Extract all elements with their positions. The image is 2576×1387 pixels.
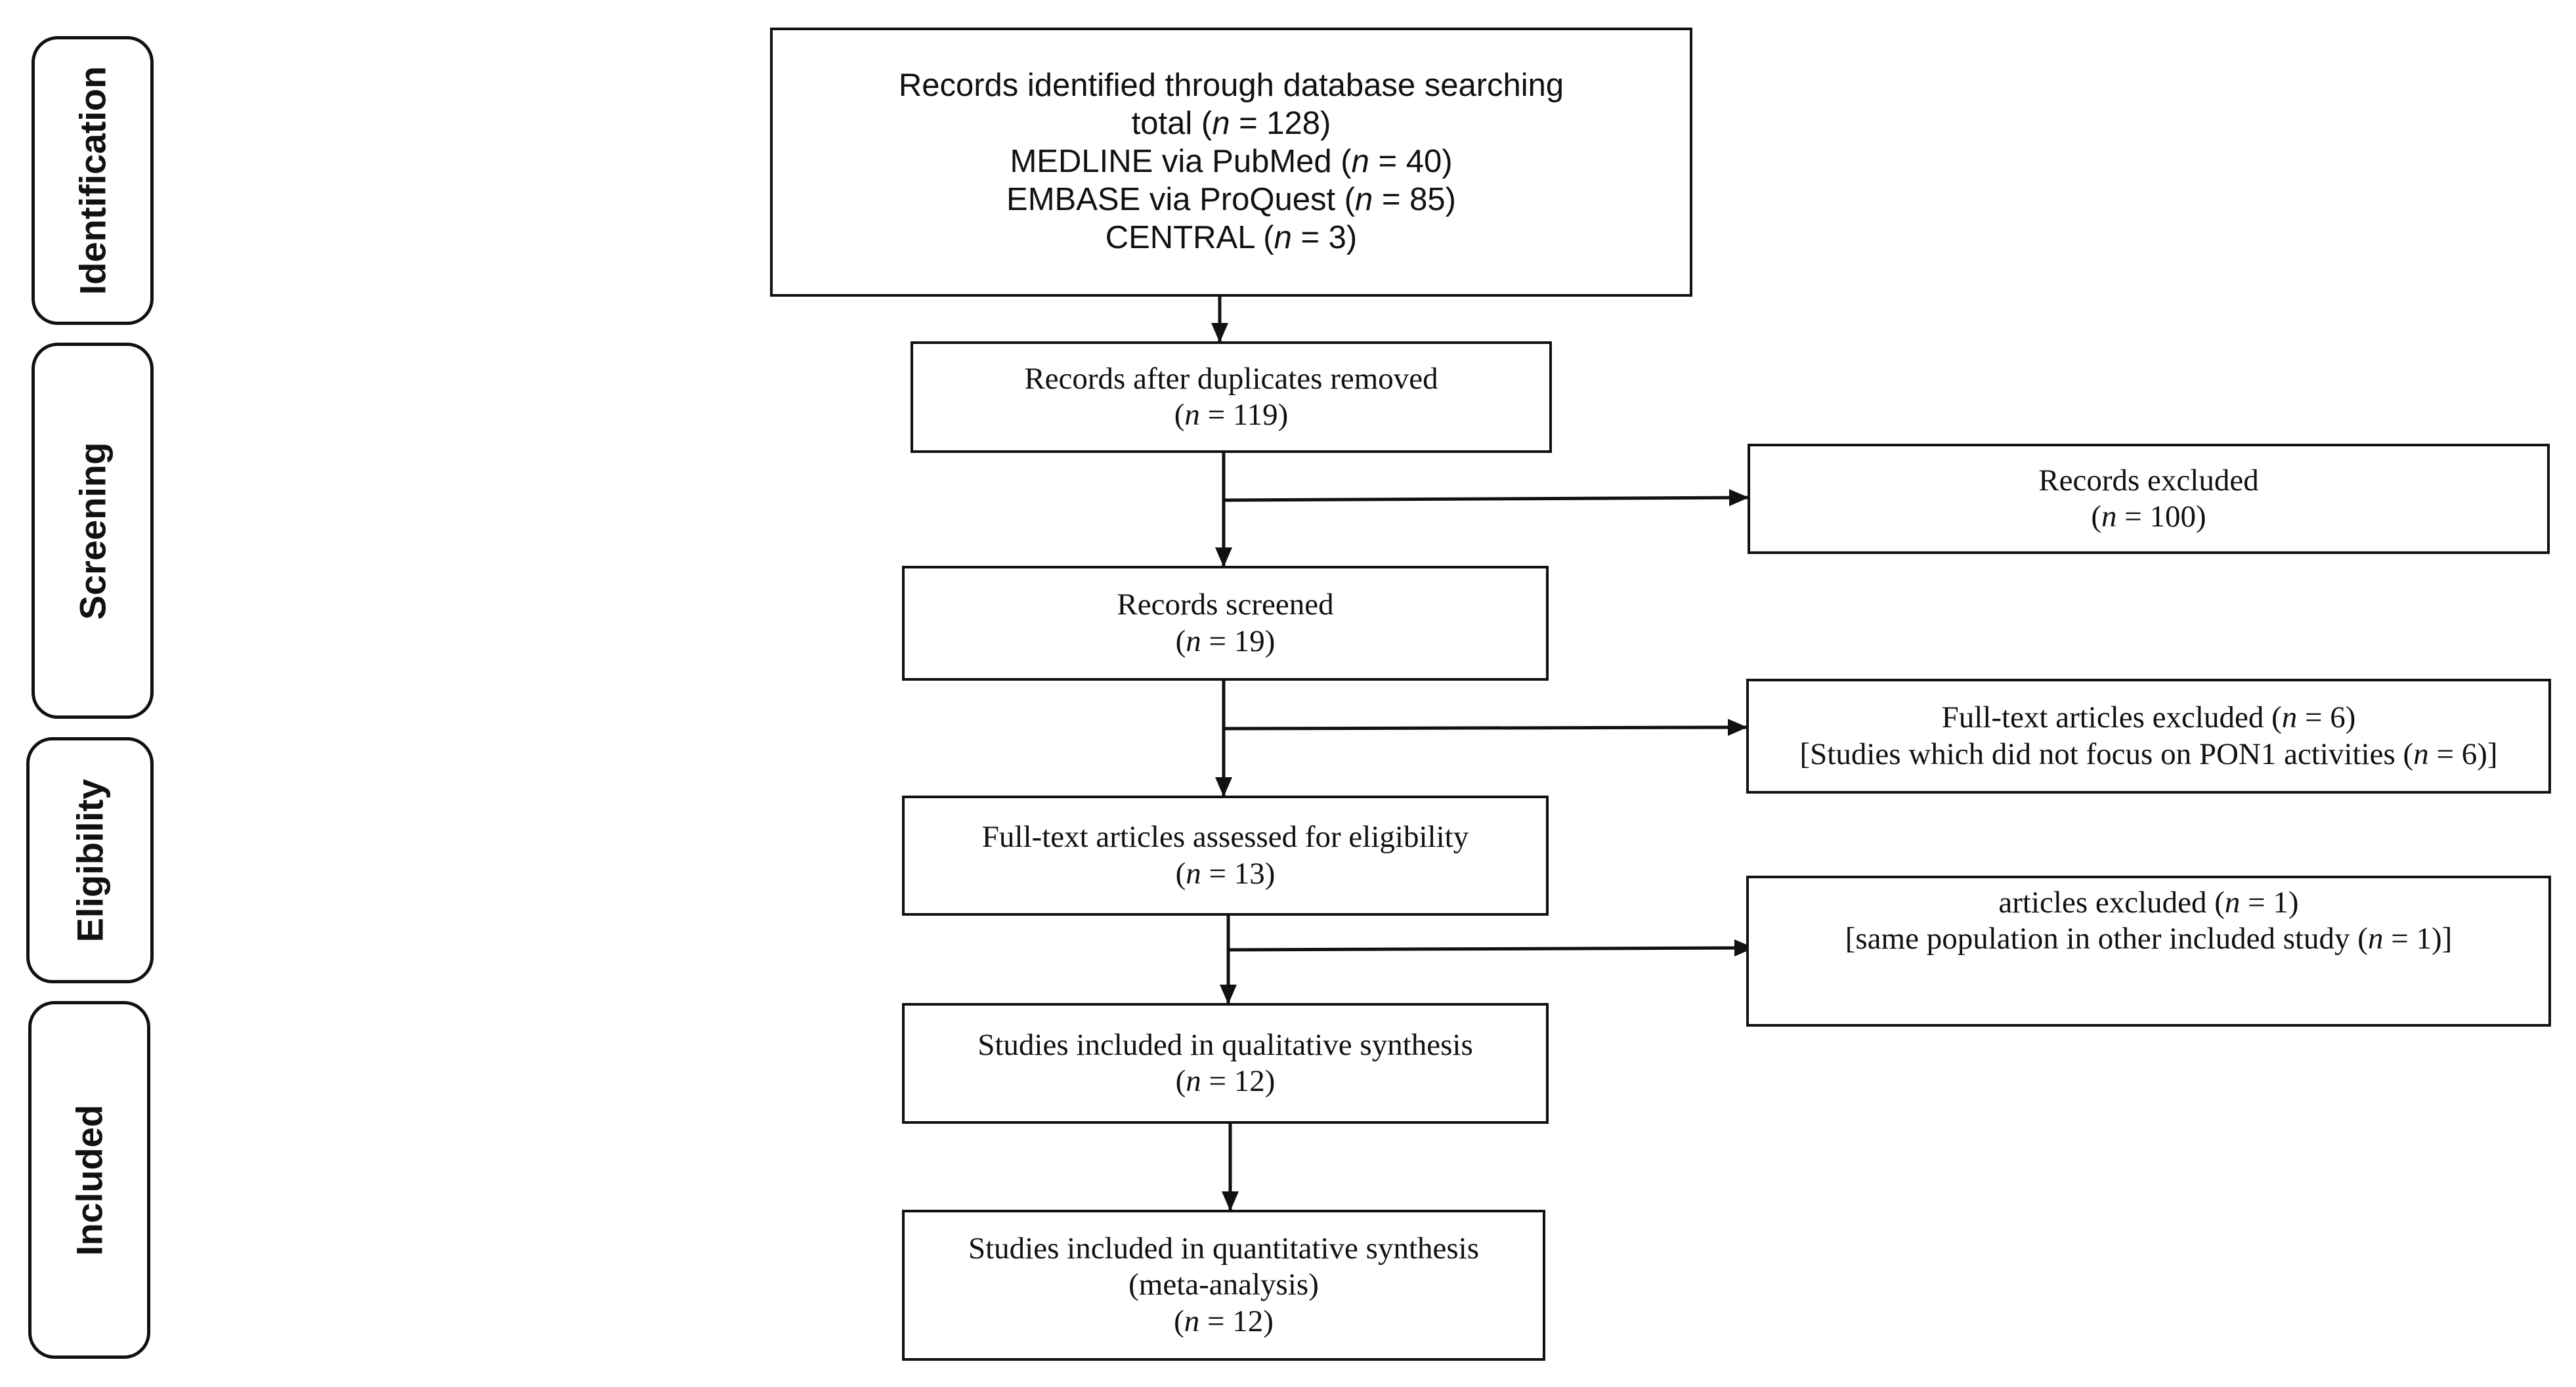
records-screened-count: (n = 19) <box>1175 624 1276 658</box>
fulltext-excluded-reason: [Studies which did not focus on PON1 act… <box>1799 736 2498 771</box>
qualitative-synthesis-title: Studies included in qualitative synthesi… <box>977 1027 1473 1062</box>
articles-excluded-box: articles excluded (n = 1) [same populati… <box>1746 876 2551 1027</box>
records-screened-box: Records screened (n = 19) <box>902 566 1549 681</box>
records-excluded-title: Records excluded <box>2038 463 2259 498</box>
records-identified-central: CENTRAL (n = 3) <box>1105 219 1358 255</box>
phase-eligibility: Eligibility <box>26 737 154 983</box>
phase-identification: Identification <box>32 36 154 325</box>
quantitative-synthesis-title: Studies included in quantitative synthes… <box>968 1231 1480 1266</box>
arrow-to-fulltext-excluded <box>1223 719 1748 736</box>
quantitative-synthesis-count: (n = 12) <box>1174 1304 1274 1338</box>
fulltext-excluded-title: Full-text articles excluded (n = 6) <box>1941 700 2356 735</box>
articles-excluded-title: articles excluded (n = 1) <box>1998 886 2299 920</box>
quantitative-synthesis-box: Studies included in quantitative synthes… <box>902 1210 1545 1361</box>
assessed-eligibility-box: Full-text articles assessed for eligibil… <box>902 796 1549 916</box>
articles-excluded-reason: [same population in other included study… <box>1845 922 2453 956</box>
records-excluded-box: Records excluded (n = 100) <box>1748 444 2550 554</box>
arrow-to-articles-excluded <box>1228 939 1754 957</box>
assessed-eligibility-count: (n = 13) <box>1175 856 1276 891</box>
after-duplicates-count: (n = 119) <box>1174 398 1289 432</box>
quantitative-synthesis-subtitle: (meta-analysis) <box>1128 1268 1319 1302</box>
after-duplicates-box: Records after duplicates removed (n = 11… <box>911 341 1552 453</box>
qualitative-synthesis-count: (n = 12) <box>1175 1064 1276 1098</box>
records-screened-title: Records screened <box>1117 587 1334 622</box>
arrow-to-records-excluded <box>1223 489 1749 507</box>
phase-screening: Screening <box>32 343 154 719</box>
records-identified-embase: EMBASE via ProQuest (n = 85) <box>1006 181 1456 217</box>
records-excluded-count: (n = 100) <box>2091 500 2206 534</box>
records-identified-medline: MEDLINE via PubMed (n = 40) <box>1010 144 1453 180</box>
records-identified-title: Records identified through database sear… <box>898 68 1564 104</box>
after-duplicates-title: Records after duplicates removed <box>1024 361 1438 396</box>
records-identified-box: Records identified through database sear… <box>770 28 1692 297</box>
fulltext-excluded-box: Full-text articles excluded (n = 6) [Stu… <box>1746 679 2551 794</box>
phase-included: Included <box>28 1001 150 1359</box>
assessed-eligibility-title: Full-text articles assessed for eligibil… <box>981 820 1469 855</box>
records-identified-total: total (n = 128) <box>1131 106 1331 142</box>
qualitative-synthesis-box: Studies included in qualitative synthesi… <box>902 1003 1549 1124</box>
